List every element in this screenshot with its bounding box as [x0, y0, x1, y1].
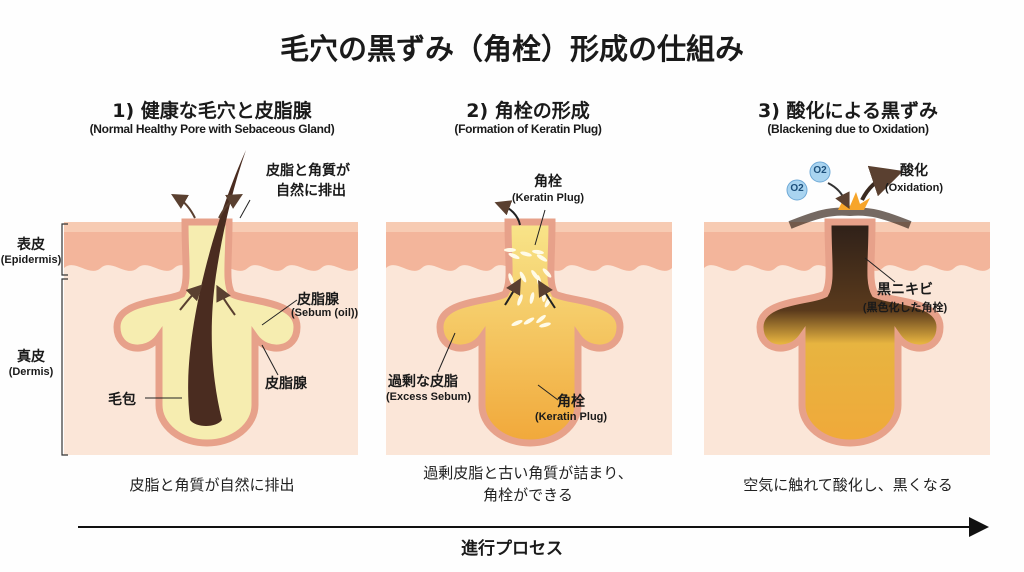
gland-label-2: 皮脂腺	[265, 376, 307, 392]
oxygen-arrow	[827, 182, 850, 210]
panel1-heading: 1) 健康な毛穴と皮脂腺	[112, 100, 312, 122]
panel2-caption-1: 過剰皮脂と古い角質が詰まり、	[423, 464, 633, 482]
keratin-flake	[523, 317, 535, 325]
gland-label-en: (Sebum (oil))	[291, 307, 359, 319]
panel3-caption: 空気に触れて酸化し、黒くなる	[743, 476, 953, 494]
oxygen-label-2: O2	[790, 183, 804, 194]
process-label: 進行プロセス	[461, 539, 563, 559]
oxidation-label-en: (Oxidation)	[884, 182, 944, 194]
plug-label: 角栓	[557, 394, 585, 410]
keratin-flake	[532, 249, 544, 255]
panel2-heading: 2) 角栓の形成	[466, 100, 590, 122]
keratin-flake	[504, 248, 516, 252]
keratin-flake	[508, 252, 520, 260]
plug-arrow	[494, 200, 521, 226]
keratin-flake	[511, 320, 523, 326]
blackhead-label-en: (黒色化した角栓)	[862, 302, 948, 314]
hair	[188, 150, 246, 426]
leader-line	[239, 199, 251, 219]
pore-follicle	[436, 218, 624, 447]
dermis-label-en: (Dermis)	[8, 366, 54, 378]
oxidation-arrow	[860, 165, 904, 201]
oxygen-label-1: O2	[813, 165, 827, 176]
keratin-flake	[536, 254, 548, 262]
sebum-flow-arrow	[216, 284, 236, 316]
dermis-label: 真皮	[17, 349, 45, 365]
discharge-label-2: 自然に排出	[276, 183, 346, 199]
oxygen-bubble-icon	[786, 179, 808, 201]
plug-top-label-en: (Keratin Plug)	[511, 192, 585, 204]
excess-sebum-label: 過剰な皮脂	[388, 374, 458, 390]
leader-line	[864, 257, 896, 283]
discharge-label-1: 皮脂と角質が	[266, 163, 350, 179]
oxygen-bubble-icon	[809, 161, 831, 183]
excess-sebum-label-en: (Excess Sebum)	[386, 391, 471, 403]
epidermis-bracket	[61, 223, 68, 276]
pore-follicle	[756, 218, 944, 447]
sebum-flow-arrow	[538, 280, 556, 309]
leader-line	[261, 344, 279, 376]
page-title: 毛穴の黒ずみ（角栓）形成の仕組み	[279, 32, 745, 66]
plug-top-label: 角栓	[534, 174, 562, 190]
leader-line	[534, 209, 546, 246]
panel1-subheading: (Normal Healthy Pore with Sebaceous Glan…	[89, 122, 335, 136]
blackhead-label: 黒ニキビ	[877, 282, 933, 298]
leader-line	[537, 384, 559, 401]
sebum-flow-arrow	[179, 284, 203, 311]
epidermis-label-en: (Epidermis)	[0, 254, 62, 266]
keratin-flake	[519, 271, 527, 283]
sebum-flow-arrow	[504, 278, 521, 306]
discharge-arrow	[171, 194, 196, 219]
leader-line	[261, 299, 298, 326]
keratin-flake	[517, 294, 523, 306]
leader-line	[437, 332, 456, 373]
panel3-subheading: (Blackening due to Oxidation)	[767, 122, 929, 136]
panel2-caption-2: 角栓ができる	[483, 486, 573, 504]
plug-label-en: (Keratin Plug)	[534, 411, 608, 423]
follicle-label: 毛包	[108, 392, 136, 408]
epidermis-label: 表皮	[17, 237, 45, 253]
keratin-flake	[529, 292, 535, 304]
keratin-flake	[539, 322, 551, 328]
panel1-caption: 皮脂と角質が自然に排出	[129, 476, 295, 494]
discharge-arrow	[218, 194, 243, 219]
oxidized-surface	[788, 207, 912, 229]
gland-label: 皮脂腺	[297, 292, 339, 308]
panel2-subheading: (Formation of Keratin Plug)	[454, 122, 602, 136]
panel3-heading: 3) 酸化による黒ずみ	[758, 100, 938, 122]
keratin-flake	[520, 251, 532, 257]
keratin-flake	[536, 314, 546, 324]
oxidation-label: 酸化	[900, 163, 928, 179]
keratin-flake	[542, 268, 552, 278]
dermis-bracket	[61, 278, 68, 456]
